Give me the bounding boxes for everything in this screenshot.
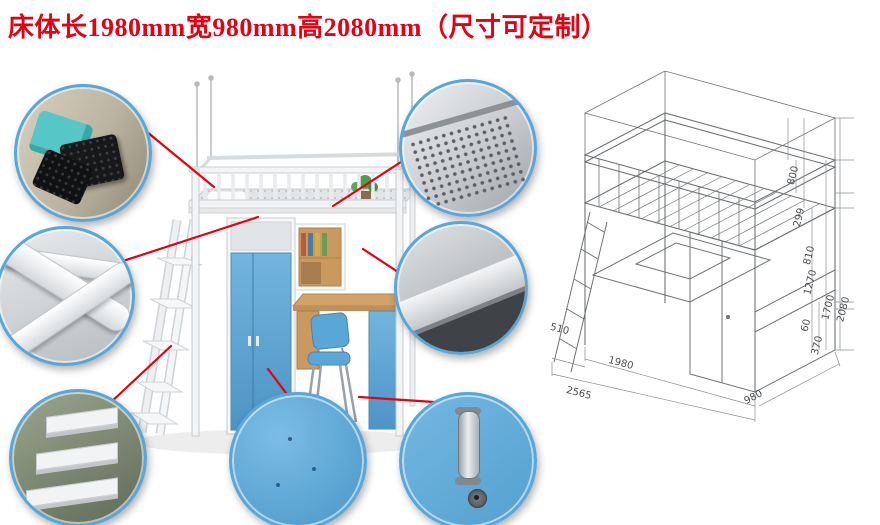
callout-handle-lock bbox=[399, 392, 537, 525]
dimension-lines bbox=[551, 117, 854, 422]
callout-perforated-panel bbox=[399, 79, 537, 217]
blue-side-panel bbox=[368, 310, 400, 430]
isometric-line-drawing bbox=[551, 70, 854, 422]
handle-mount bbox=[455, 477, 481, 485]
cabinet-and-desk-lines bbox=[591, 207, 836, 393]
chair bbox=[304, 312, 358, 423]
screw-dot bbox=[312, 467, 316, 471]
ladder-tread bbox=[26, 477, 118, 508]
callout-corner-foot-fittings bbox=[14, 84, 152, 222]
screw-dot bbox=[276, 483, 280, 487]
callout-ladder-steps bbox=[9, 389, 147, 525]
keyhole-icon bbox=[474, 495, 479, 500]
callout-blue-panel bbox=[229, 392, 367, 525]
callout-frame-tube-joint bbox=[0, 226, 135, 366]
ladder bbox=[129, 219, 203, 435]
page-title: 床体长1980mm宽980mm高2080mm（尺寸可定制） bbox=[8, 13, 608, 42]
door-handle bbox=[458, 411, 480, 479]
callout-steel-beam bbox=[394, 221, 528, 355]
upper-bunk bbox=[188, 152, 419, 214]
bookshelf bbox=[294, 223, 346, 291]
screw-dot bbox=[288, 437, 292, 441]
technical-drawing: 800 299 810 1270 1700 2080 60 370 510 19… bbox=[538, 62, 880, 482]
ladder-lines bbox=[553, 211, 608, 373]
ladder-tread bbox=[46, 406, 118, 435]
ladder-tread bbox=[36, 442, 118, 471]
front-left-post bbox=[191, 168, 200, 437]
